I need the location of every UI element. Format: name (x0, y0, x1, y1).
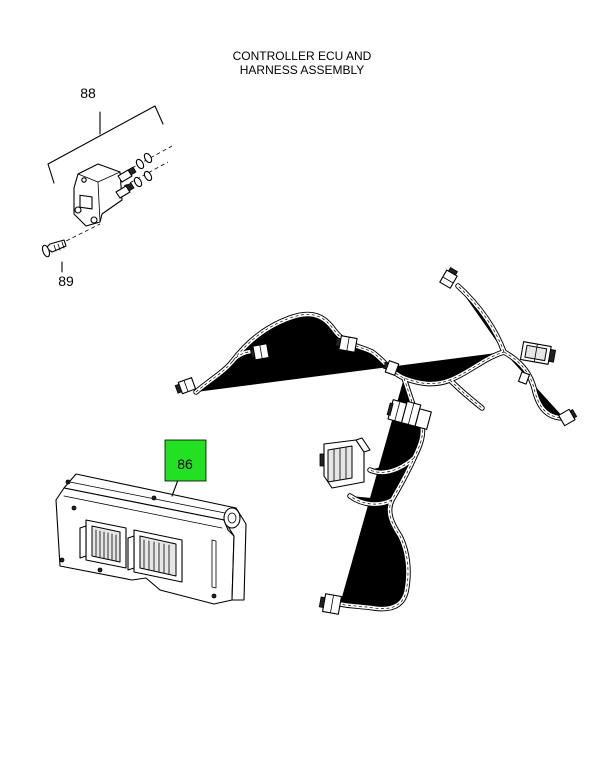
callout-86-highlight-box[interactable] (164, 439, 207, 482)
callout-88-label: 88 (80, 85, 96, 101)
diagram-title-line-2: HARNESS ASSEMBLY (240, 63, 365, 77)
wiring-harness[interactable] (174, 267, 578, 615)
part-88-valve-block[interactable] (47, 105, 173, 245)
callout-89-label: 89 (58, 273, 74, 289)
part-89-bolt[interactable] (41, 239, 67, 273)
part-86-controller-ecu[interactable] (55, 473, 247, 605)
diagram-title-line-1: CONTROLLER ECU AND (233, 49, 372, 63)
callout-88-bracket (47, 105, 164, 184)
callout-86-leader (171, 479, 179, 497)
callout-86-label: 86 (177, 456, 193, 472)
